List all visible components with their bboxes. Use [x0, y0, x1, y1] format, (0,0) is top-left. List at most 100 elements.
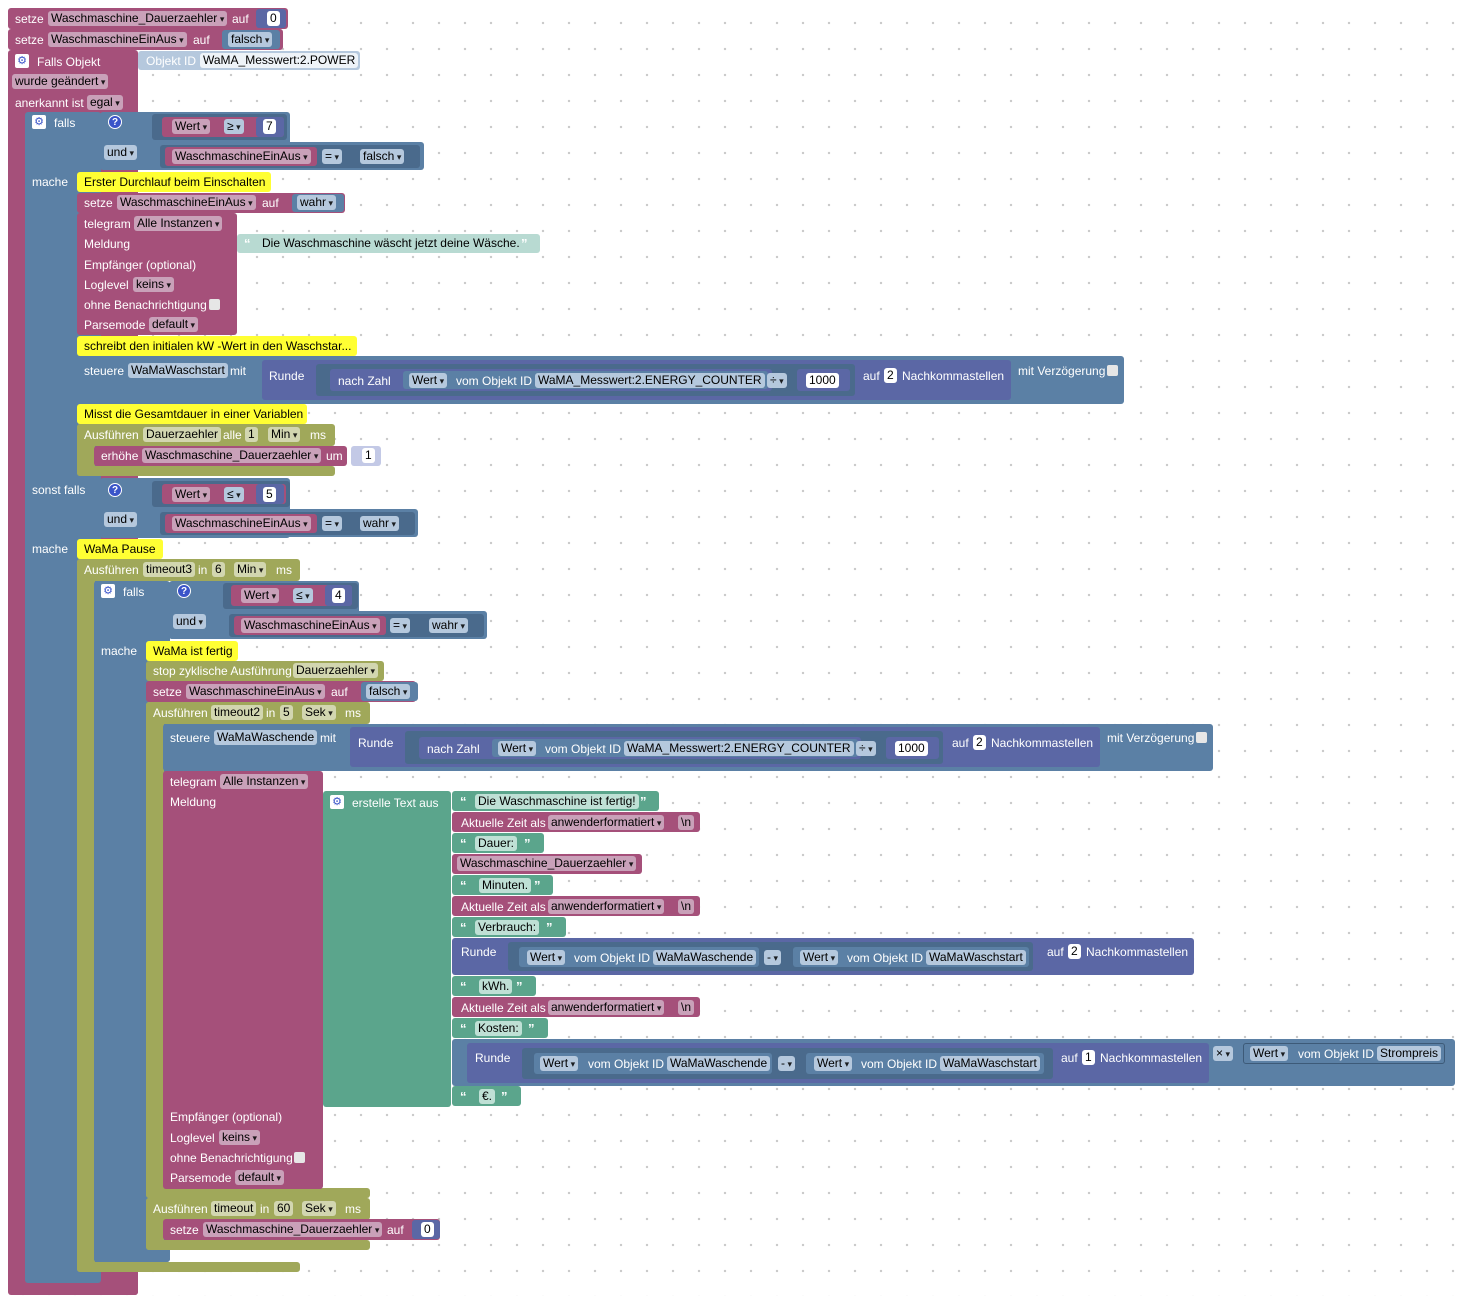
timeout-field[interactable]: 6	[212, 562, 225, 577]
object-id-field[interactable]: WaMaWaschstart	[926, 950, 1026, 965]
number-field[interactable]: 1000	[895, 741, 928, 756]
bool-dropdown[interactable]: falsch	[228, 32, 273, 47]
logic-op-dropdown[interactable]: und	[104, 512, 138, 527]
timer-name[interactable]: Dauerzaehler	[143, 427, 222, 442]
comment-block[interactable]	[77, 172, 271, 192]
compare-op-dropdown[interactable]: ≤	[224, 487, 244, 502]
checkbox[interactable]	[1107, 365, 1118, 376]
instance-dropdown[interactable]: Alle Instanzen	[134, 216, 223, 231]
compare-op-dropdown[interactable]: =	[390, 618, 411, 633]
number-field[interactable]: 0	[267, 11, 280, 26]
math-op-dropdown[interactable]: ÷	[767, 373, 787, 388]
interval-field[interactable]: 1	[245, 427, 258, 442]
bool-dropdown[interactable]: wahr	[297, 195, 337, 210]
bool-dropdown[interactable]: falsch	[360, 149, 405, 164]
instance-dropdown[interactable]: Alle Instanzen	[220, 774, 309, 789]
number-field[interactable]: 5	[263, 487, 276, 502]
logic-op-dropdown[interactable]: und	[173, 614, 207, 629]
var-einaus-dropdown[interactable]: WaschmaschineEinAus	[241, 618, 380, 633]
comment-block[interactable]	[77, 404, 307, 424]
number-field[interactable]: 0	[421, 1222, 434, 1237]
decimals-field[interactable]: 2	[1068, 944, 1081, 959]
var-dauer-dropdown[interactable]: Waschmaschine_Dauerzaehler	[203, 1222, 383, 1237]
parsemode-dropdown[interactable]: default	[149, 317, 199, 332]
math-op-dropdown[interactable]: ÷	[856, 741, 876, 756]
var-einaus-dropdown[interactable]: WaschmaschineEinAus	[117, 195, 256, 210]
comment-block[interactable]	[77, 336, 357, 356]
number-field[interactable]: 4	[332, 588, 345, 603]
gear-icon[interactable]: ⚙	[32, 115, 46, 129]
object-id-field[interactable]: WaMaWaschstart	[940, 1056, 1040, 1071]
bool-dropdown[interactable]: wahr	[360, 516, 400, 531]
object-id-field[interactable]: WaMaWaschende	[653, 950, 757, 965]
compare-op-dropdown[interactable]: ≥	[224, 119, 244, 134]
timeout-name[interactable]: timeout3	[143, 562, 196, 577]
telegram-block[interactable]	[77, 213, 237, 335]
var-dauer-dropdown[interactable]: Waschmaschine_Dauerzaehler	[457, 856, 637, 871]
bool-dropdown[interactable]: falsch	[366, 684, 411, 699]
checkbox[interactable]	[1196, 732, 1207, 743]
text-field[interactable]: kWh.	[479, 979, 513, 994]
value-dropdown[interactable]: Wert	[172, 119, 211, 134]
math-op-dropdown[interactable]: ×	[1213, 1046, 1234, 1061]
value-dropdown[interactable]: Wert	[409, 373, 448, 388]
var-einaus-dropdown[interactable]: WaschmaschineEinAus	[172, 149, 311, 164]
value-dropdown[interactable]: Wert	[540, 1056, 579, 1071]
trigger-event-dropdown[interactable]: wurde geändert	[12, 74, 109, 89]
gear-icon[interactable]: ⚙	[101, 584, 115, 598]
logic-op-dropdown[interactable]: und	[104, 145, 138, 160]
help-icon[interactable]: ?	[108, 115, 122, 129]
time-format-dropdown[interactable]: anwenderformatiert	[548, 815, 665, 830]
text-field[interactable]: Die Waschmaschine ist fertig!	[475, 794, 639, 809]
var-einaus-dropdown[interactable]: WaschmaschineEinAus	[186, 684, 325, 699]
timer-dropdown[interactable]: Dauerzaehler	[293, 663, 379, 678]
timeout-field[interactable]: 5	[280, 705, 293, 720]
loglevel-dropdown[interactable]: keins	[219, 1130, 261, 1145]
newline-field[interactable]: \n	[678, 815, 695, 830]
value-dropdown[interactable]: Wert	[498, 741, 537, 756]
value-dropdown[interactable]: Wert	[1250, 1046, 1289, 1061]
text-field[interactable]: €.	[479, 1089, 496, 1104]
unit-dropdown[interactable]: Min	[234, 562, 267, 577]
number-field[interactable]: 7	[263, 119, 276, 134]
var-einaus-dropdown[interactable]: WaschmaschineEinAus	[48, 32, 187, 47]
value-dropdown[interactable]: Wert	[172, 487, 211, 502]
compare-op-dropdown[interactable]: ≤	[293, 588, 313, 603]
math-op-dropdown[interactable]: -	[764, 950, 782, 965]
number-field[interactable]: 1	[362, 448, 375, 463]
timeout-field[interactable]: 60	[274, 1201, 294, 1216]
value-dropdown[interactable]: Wert	[814, 1056, 853, 1071]
object-id-field[interactable]: Strompreis	[1377, 1046, 1442, 1061]
var-einaus-dropdown[interactable]: WaschmaschineEinAus	[172, 516, 311, 531]
help-icon[interactable]: ?	[177, 584, 191, 598]
gear-icon[interactable]: ⚙	[330, 795, 344, 809]
value-dropdown[interactable]: Wert	[800, 950, 839, 965]
energy-object-id[interactable]: WaMA_Messwert:2.ENERGY_COUNTER	[535, 373, 765, 388]
unit-dropdown[interactable]: Min	[268, 427, 301, 442]
math-op-dropdown[interactable]: -	[778, 1056, 796, 1071]
time-format-dropdown[interactable]: anwenderformatiert	[548, 1000, 665, 1015]
var-dauer-dropdown[interactable]: Waschmaschine_Dauerzaehler	[48, 11, 228, 26]
help-icon[interactable]: ?	[108, 483, 122, 497]
compare-op-dropdown[interactable]: =	[322, 516, 343, 531]
gear-icon[interactable]: ⚙	[15, 54, 29, 68]
checkbox[interactable]	[209, 299, 220, 310]
trigger-object-id[interactable]: WaMA_Messwert:2.POWER	[200, 53, 359, 68]
comment-block[interactable]	[146, 641, 238, 661]
text-field[interactable]: Dauer:	[475, 836, 518, 851]
timeout-name[interactable]: timeout	[211, 1201, 257, 1216]
time-format-dropdown[interactable]: anwenderformatiert	[548, 899, 665, 914]
steuere-object[interactable]: WaMaWaschstart	[128, 363, 228, 378]
number-field[interactable]: 1000	[806, 373, 839, 388]
newline-field[interactable]: \n	[678, 1000, 695, 1015]
text-join-block[interactable]	[323, 791, 451, 1107]
compare-op-dropdown[interactable]: =	[322, 149, 343, 164]
decimals-field[interactable]: 2	[973, 735, 986, 750]
message-text[interactable]: Die Waschmaschine wäscht jetzt deine Wäs…	[262, 236, 520, 250]
parsemode-dropdown[interactable]: default	[235, 1170, 285, 1185]
checkbox[interactable]	[294, 1152, 305, 1163]
decimals-field[interactable]: 2	[884, 368, 897, 383]
energy-object-id[interactable]: WaMA_Messwert:2.ENERGY_COUNTER	[624, 741, 854, 756]
value-dropdown[interactable]: Wert	[241, 588, 280, 603]
steuere-object[interactable]: WaMaWaschende	[214, 730, 318, 745]
